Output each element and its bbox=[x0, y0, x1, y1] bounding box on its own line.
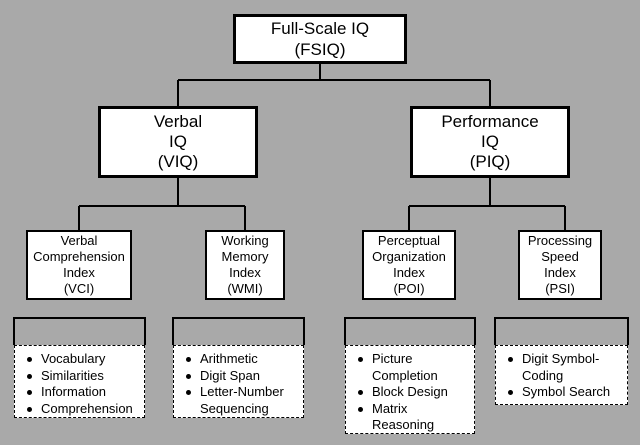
subtest-item: Arithmetic bbox=[184, 351, 297, 368]
poi-label-line-2: Organization bbox=[372, 249, 446, 264]
subtest-item: Comprehension bbox=[25, 401, 138, 418]
box-piq: Performance IQ (PIQ) bbox=[410, 106, 570, 178]
poi-label-line-3: Index bbox=[393, 265, 425, 280]
box-fsiq: Full-Scale IQ (FSIQ) bbox=[233, 14, 407, 64]
psi-label-line-2: Speed bbox=[541, 249, 579, 264]
wmi-label-line-3: Index bbox=[229, 265, 261, 280]
viq-label-line-2: IQ bbox=[169, 132, 187, 151]
bracket-psi bbox=[494, 317, 629, 345]
subtest-item: Similarities bbox=[25, 368, 138, 385]
wmi-label-line-4: (WMI) bbox=[227, 281, 263, 296]
fsiq-label-line-2: (FSIQ) bbox=[294, 40, 346, 59]
psi-label-line-4: (PSI) bbox=[545, 281, 575, 296]
box-vci: Verbal Comprehension Index (VCI) bbox=[26, 230, 132, 300]
box-wmi: Working Memory Index (WMI) bbox=[205, 230, 285, 300]
subtest-item: Digit Span bbox=[184, 368, 297, 385]
subtest-item: Digit Symbol-Coding bbox=[506, 351, 621, 384]
subtest-item: Information bbox=[25, 384, 138, 401]
psi-label-line-1: Processing bbox=[527, 233, 593, 248]
wmi-label-line-1: Working bbox=[221, 233, 269, 248]
vci-label-line-2: Comprehension bbox=[33, 249, 125, 264]
psi-label-line-3: Index bbox=[544, 265, 576, 280]
poi-label-line-4: (POI) bbox=[393, 281, 425, 296]
bracket-poi bbox=[344, 317, 476, 345]
vci-label-line-1: Verbal bbox=[60, 233, 98, 248]
box-poi: Perceptual Organization Index (POI) bbox=[362, 230, 456, 300]
box-psi: Processing Speed Index (PSI) bbox=[518, 230, 602, 300]
bracket-vci bbox=[13, 317, 146, 345]
box-viq: Verbal IQ (VIQ) bbox=[98, 106, 258, 178]
subtest-item: Vocabulary bbox=[25, 351, 138, 368]
piq-label-line-2: IQ bbox=[481, 132, 499, 151]
subtest-item: Symbol Search bbox=[506, 384, 621, 401]
viq-label-line-3: (VIQ) bbox=[157, 152, 199, 171]
viq-label-line-1: Verbal bbox=[153, 112, 203, 131]
piq-label-line-1: Performance bbox=[441, 112, 539, 131]
vci-label-line-3: Index bbox=[63, 265, 95, 280]
piq-label-line-3: (PIQ) bbox=[469, 152, 511, 171]
poi-label-line-1: Perceptual bbox=[377, 233, 441, 248]
subtests-vci: Vocabulary Similarities Information Comp… bbox=[14, 345, 145, 418]
bracket-wmi bbox=[172, 317, 305, 345]
fsiq-label-line-1: Full-Scale IQ bbox=[270, 19, 370, 38]
subtest-item: Block Design bbox=[356, 384, 468, 401]
vci-label-line-4: (VCI) bbox=[63, 281, 95, 296]
wmi-label-line-2: Memory bbox=[221, 249, 269, 264]
subtests-psi: Digit Symbol-Coding Symbol Search bbox=[495, 345, 628, 405]
